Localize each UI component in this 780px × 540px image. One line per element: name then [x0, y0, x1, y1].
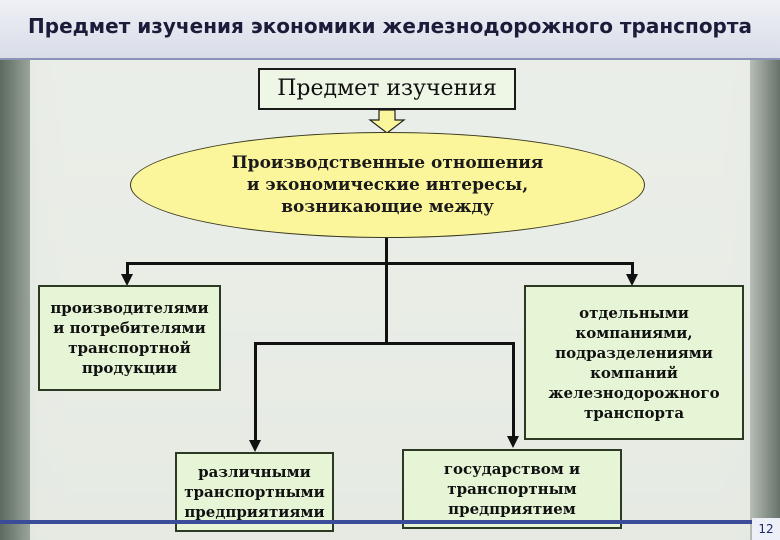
- box-line: государством и: [443, 460, 581, 478]
- connector-horizontal-mid: [254, 342, 514, 345]
- box-line: отдельными: [579, 303, 689, 322]
- arrow-to-right-box: [626, 274, 638, 286]
- slide-title: Предмет изучения экономики железнодорожн…: [28, 14, 752, 38]
- producers-consumers-box: производителями и потребителями транспор…: [38, 285, 221, 391]
- box-line: транспортными: [184, 483, 325, 501]
- companies-divisions-box: отдельными компаниями, подразделениями к…: [524, 285, 744, 440]
- box-line: различными: [198, 463, 311, 481]
- block-arrow-down-icon: [368, 110, 406, 134]
- subject-title-label: Предмет изучения: [277, 76, 497, 101]
- connector-right-drop: [631, 262, 634, 276]
- box-line: компаний: [590, 363, 678, 382]
- box-line: транспорта: [583, 403, 685, 422]
- box-line: железнодорожного: [548, 383, 720, 402]
- transport-enterprises-box: различными транспортными предприятиями: [175, 452, 334, 532]
- box-line: производителями: [50, 299, 209, 317]
- ellipse-text: Производственные отношения и экономическ…: [232, 152, 544, 218]
- background-right-strip: [750, 60, 780, 540]
- box-line: подразделениями: [555, 343, 713, 362]
- arrow-to-mid2-box: [507, 436, 519, 448]
- connector-left-drop: [126, 262, 129, 276]
- arrow-to-mid1-box: [249, 440, 261, 452]
- box-line: компаниями,: [575, 323, 693, 342]
- box-text: производителями и потребителями транспор…: [50, 298, 208, 378]
- subject-title-box: Предмет изучения: [258, 68, 516, 110]
- box-text: различными транспортными предприятиями: [184, 462, 325, 522]
- box-text: отдельными компаниями, подразделениями к…: [548, 303, 719, 423]
- state-enterprise-box: государством и транспортным предприятием: [402, 449, 622, 529]
- relations-ellipse: Производственные отношения и экономическ…: [130, 132, 645, 238]
- background-left-strip: [0, 60, 30, 540]
- box-text: государством и транспортным предприятием: [444, 459, 580, 519]
- box-line: продукции: [81, 359, 178, 377]
- arrow-to-left-box: [121, 274, 133, 286]
- connector-mid1-drop: [254, 342, 257, 442]
- ellipse-line: возникающие между: [281, 197, 494, 217]
- box-line: транспортным: [447, 480, 577, 498]
- connector-horizontal-top: [127, 262, 634, 265]
- box-line: предприятиями: [184, 503, 325, 521]
- page-number: 12: [752, 518, 780, 540]
- header-bar: Предмет изучения экономики железнодорожн…: [0, 0, 780, 60]
- connector-mid2-drop: [512, 342, 515, 438]
- footer-band: [0, 520, 752, 524]
- ellipse-line: и экономические интересы,: [246, 175, 529, 195]
- connector-ellipse-stem: [385, 238, 388, 342]
- box-line: и потребителями: [53, 319, 206, 337]
- ellipse-line: Производственные отношения: [231, 153, 544, 173]
- box-line: предприятием: [448, 500, 576, 518]
- box-line: транспортной: [68, 339, 191, 357]
